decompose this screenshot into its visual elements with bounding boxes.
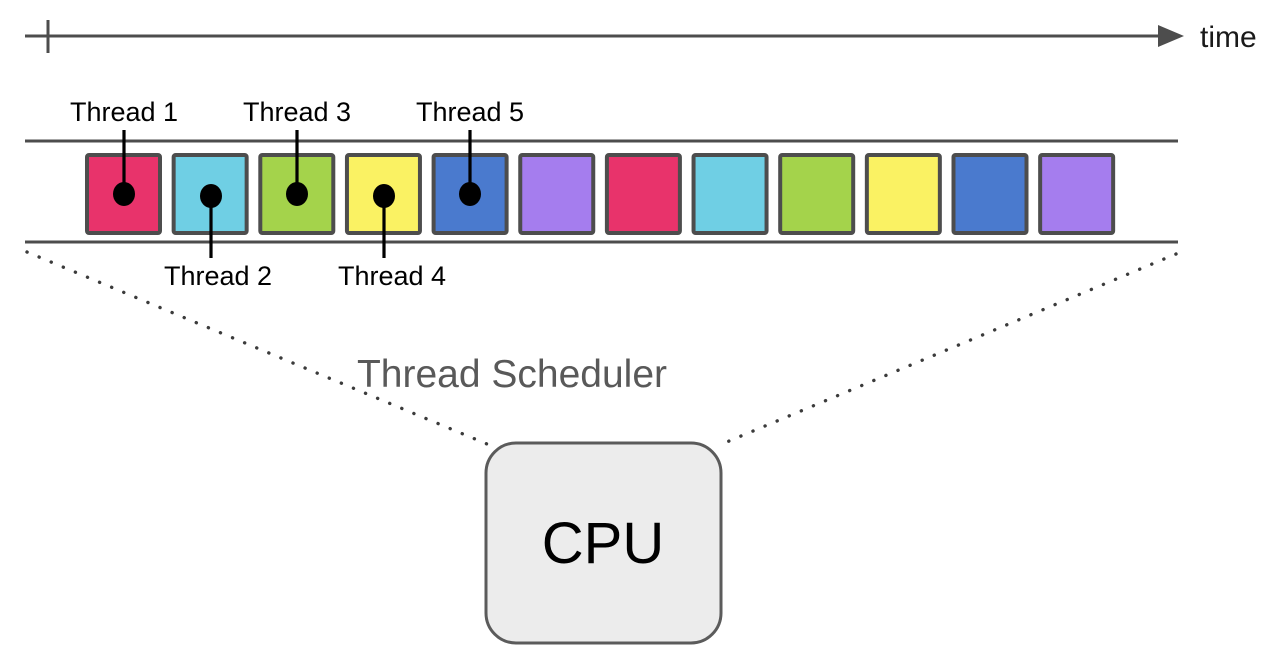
thread-callout-label: Thread 4 [338, 261, 446, 291]
callout-anchor-dot-icon [286, 182, 308, 206]
time-slice-block[interactable] [518, 153, 596, 235]
time-slice-block[interactable] [604, 153, 682, 235]
thread-callout: Thread 5 [416, 97, 524, 206]
thread-callout: Thread 4 [338, 184, 446, 291]
time-slice-block[interactable] [864, 153, 942, 235]
callout-anchor-dot-icon [200, 184, 222, 208]
timeline-band-group [25, 139, 1178, 244]
time-axis-arrow-icon [1158, 25, 1184, 47]
scheduler-guide-left [25, 250, 489, 446]
thread-callout: Thread 2 [164, 184, 272, 291]
thread-callout-group: Thread 1 Thread 2 Thread 3 Thread 4 Thread 5 [70, 97, 524, 291]
thread-callout: Thread 1 [70, 97, 178, 206]
time-slice-block[interactable] [691, 153, 769, 235]
thread-callout: Thread 3 [243, 97, 351, 206]
cpu-box[interactable] [484, 441, 723, 645]
callout-anchor-dot-icon [459, 182, 481, 206]
time-slice-block[interactable] [778, 153, 856, 235]
time-axis-group: time [25, 20, 1257, 54]
callout-anchor-dot-icon [373, 184, 395, 208]
thread-callout-label: Thread 2 [164, 261, 272, 291]
cpu-node[interactable]: CPU [484, 441, 723, 645]
thread-callout-label: Thread 5 [416, 97, 524, 127]
time-axis-label: time [1200, 21, 1257, 54]
time-slice-group [85, 153, 1116, 235]
time-slice-block[interactable] [1038, 153, 1116, 235]
scheduler-guide-right [720, 252, 1178, 446]
thread-callout-label: Thread 3 [243, 97, 351, 127]
thread-callout-label: Thread 1 [70, 97, 178, 127]
scheduler-funnel-group [25, 250, 1178, 446]
cpu-label: CPU [542, 511, 664, 576]
callout-anchor-dot-icon [113, 182, 135, 206]
thread-scheduler-label: Thread Scheduler [357, 353, 667, 396]
time-slice-block[interactable] [951, 153, 1029, 235]
